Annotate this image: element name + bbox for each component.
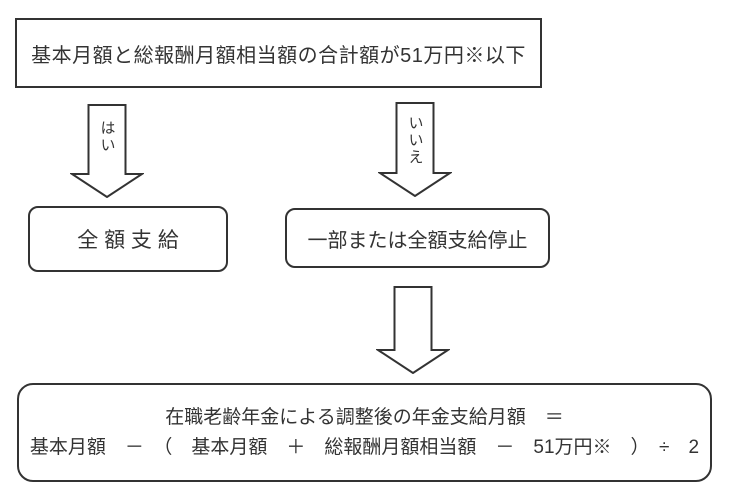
- down-arrow-icon: [376, 286, 450, 374]
- condition-box: 基本月額と総報酬月額相当額の合計額が51万円※以下: [15, 18, 542, 88]
- down-arrow-icon: [70, 104, 144, 198]
- full-payment-box: 全 額 支 給: [28, 206, 228, 272]
- yes-branch-arrow: はい: [70, 104, 144, 198]
- no-branch-arrow: いいえ: [378, 102, 452, 197]
- to-formula-arrow: [376, 286, 450, 374]
- down-arrow-icon: [378, 102, 452, 197]
- full-payment-label: 全 額 支 給: [77, 229, 179, 252]
- partial-suspension-box: 一部または全額支給停止: [285, 208, 550, 268]
- yes-branch-label: はい: [98, 120, 116, 154]
- formula-line2: 基本月額 － （ 基本月額 ＋ 総報酬月額相当額 － 51万円※ ） ÷ 2: [29, 436, 700, 458]
- condition-label: 基本月額と総報酬月額相当額の合計額が51万円※以下: [31, 44, 526, 67]
- formula-line1: 在職老齢年金による調整後の年金支給月額 ＝: [165, 406, 564, 428]
- formula-box: 在職老齢年金による調整後の年金支給月額 ＝ 基本月額 － （ 基本月額 ＋ 総報…: [17, 383, 712, 482]
- partial-suspension-label: 一部または全額支給停止: [307, 229, 528, 252]
- no-branch-label: いいえ: [406, 115, 424, 166]
